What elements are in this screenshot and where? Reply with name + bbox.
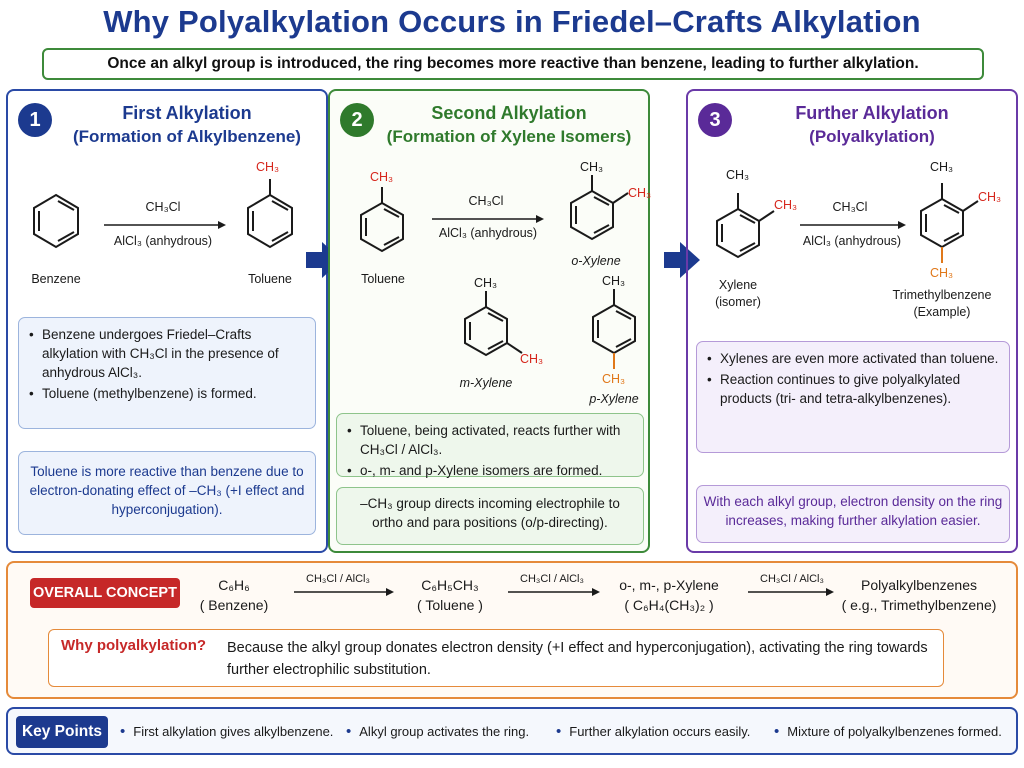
reagent-label: CH₃Cl (468, 194, 504, 208)
overall-concept-badge: OVERALL CONCEPT (30, 578, 180, 608)
toluene-ring (247, 179, 293, 249)
methyl-group-label: CH₃ (628, 186, 652, 200)
panel-title: Further Alkylation (Polyalkylation) (728, 101, 1016, 149)
methyl-group-label: CH₃ (370, 170, 394, 184)
bullet-list: Toluene, being activated, reacts further… (336, 413, 644, 480)
panel-further-alkylation: 3 Further Alkylation (Polyalkylation) CH… (686, 89, 1018, 553)
p-xylene-ring (592, 289, 636, 355)
panel-subheading: (Polyalkylation) (809, 127, 935, 146)
why-explanation: Because the alkyl group donates electron… (227, 640, 928, 678)
bullet-item: Xylenes are even more activated than tol… (707, 349, 1001, 368)
concept-step: Polyalkylbenzenes ( e.g., Trimethylbenze… (834, 575, 1004, 615)
catalyst-label: AlCl₃ (anhydrous) (113, 234, 213, 248)
concept-formula: C₆H₅CH₃ (421, 577, 479, 593)
methyl-group-label: CH₃ (930, 266, 954, 280)
bullet-list: Benzene undergoes Friedel–Crafts alkylat… (18, 317, 316, 429)
methyl-group-label: CH₃ (602, 274, 626, 288)
methyl-group-label: CH₃ (580, 160, 604, 174)
toluene-ring (360, 187, 404, 253)
methyl-group-label: CH₃ (930, 160, 954, 174)
product-label: Toluene (248, 272, 292, 286)
panel-title: Second Alkylation (Formation of Xylene I… (370, 101, 648, 149)
panel-heading: First Alkylation (122, 103, 252, 123)
key-points-bar: Key Points First alkylation gives alkylb… (6, 707, 1018, 755)
reaction-scheme-1 (33, 179, 293, 249)
panel-heading: Further Alkylation (795, 103, 949, 123)
bullet-item: Benzene undergoes Friedel–Crafts alkylat… (29, 325, 307, 382)
reactant-label: Benzene (31, 272, 81, 286)
concept-formula: C₆H₆ (218, 577, 250, 593)
concept-name: ( Benzene) (199, 597, 269, 613)
methyl-group-label: CH₃ (474, 276, 498, 290)
xylene-ring (716, 193, 775, 259)
m-xylene-ring (464, 291, 523, 357)
step-number-badge: 3 (698, 103, 732, 137)
overall-concept-box: OVERALL CONCEPT C₆H₆ ( Benzene) C₆H₅CH₃ … (6, 561, 1018, 699)
concept-arrows (294, 588, 834, 596)
concept-step: o-, m-, p-Xylene ( C₆H₄(CH₃)₂ ) (594, 575, 744, 615)
reactant-label: Toluene (361, 272, 405, 286)
concept-name: ( Toluene ) (417, 597, 483, 613)
panel-heading: Second Alkylation (431, 103, 587, 123)
why-label: Why polyalkylation? (61, 637, 207, 654)
step-number-badge: 1 (18, 103, 52, 137)
concept-formula: o-, m-, p-Xylene (619, 577, 719, 593)
panel-title: First Alkylation (Formation of Alkylbenz… (48, 101, 326, 149)
reactivity-note: Toluene is more reactive than benzene du… (18, 451, 316, 535)
product-label: Trimethylbenzene (Example) (892, 288, 992, 319)
panel-subheading: (Formation of Xylene Isomers) (386, 127, 632, 146)
concept-step: C₆H₅CH₃ ( Toluene ) (398, 575, 502, 615)
concept-name: ( C₆H₄(CH₃)₂ ) (624, 597, 714, 613)
key-point-item: First alkylation gives alkylbenzene. (120, 723, 333, 740)
product-label-para: p-Xylene (589, 392, 639, 406)
page-subtitle: Once an alkyl group is introduced, the r… (42, 48, 984, 80)
catalyst-label: AlCl₃ (anhydrous) (438, 226, 538, 240)
methyl-group-label: CH₃ (726, 168, 750, 182)
bullet-item: Toluene (methylbenzene) is formed. (29, 384, 307, 403)
bullet-item: Toluene, being activated, reacts further… (347, 421, 635, 459)
panel-first-alkylation: 1 First Alkylation (Formation of Alkylbe… (6, 89, 328, 553)
methyl-group-label: CH₃ (256, 160, 280, 174)
methyl-group-label: CH₃ (978, 190, 1002, 204)
reaction-scheme-2 (360, 175, 636, 369)
trimethylbenzene-ring (920, 183, 979, 249)
methyl-group-label: CH₃ (520, 352, 544, 366)
o-xylene-ring (570, 175, 629, 241)
catalyst-label: AlCl₃ (anhydrous) (802, 234, 902, 248)
reaction-scheme-3 (716, 183, 979, 263)
arrow-condition-label: CH₃Cl / AlCl₃ (520, 573, 584, 585)
benzene-ring (33, 193, 79, 249)
concept-step: C₆H₆ ( Benzene) (194, 575, 274, 615)
why-polyalkylation-box: Why polyalkylation? Because the alkyl gr… (48, 629, 944, 687)
key-point-item: Mixture of polyalkylbenzenes formed. (774, 723, 1002, 740)
methyl-group-label: CH₃ (774, 198, 798, 212)
reactant-label: Xylene (isomer) (715, 278, 761, 309)
concept-formula: Polyalkylbenzenes (861, 577, 977, 593)
directing-note: –CH₃ group directs incoming electrophile… (336, 487, 644, 545)
arrow-condition-label: CH₃Cl / AlCl₃ (760, 573, 824, 585)
key-points-label: Key Points (16, 716, 108, 748)
product-label-meta: m-Xylene (459, 376, 513, 390)
page-title: Why Polyalkylation Occurs in Friedel–Cra… (103, 4, 921, 39)
bullet-item: Reaction continues to give polyalkylated… (707, 370, 1001, 408)
arrow-condition-label: CH₃Cl / AlCl₃ (306, 573, 370, 585)
key-point-item: Alkyl group activates the ring. (346, 723, 529, 740)
electron-density-note: With each alkyl group, electron density … (696, 485, 1010, 543)
panel-second-alkylation: 2 Second Alkylation (Formation of Xylene… (328, 89, 652, 553)
panel-subheading: (Formation of Alkylbenzene) (73, 127, 301, 146)
product-label-ortho: o-Xylene (571, 254, 621, 268)
bullet-item: o-, m- and p-Xylene isomers are formed. (347, 461, 635, 480)
key-point-item: Further alkylation occurs easily. (556, 723, 750, 740)
concept-name: ( e.g., Trimethylbenzene) (841, 597, 997, 613)
step-number-badge: 2 (340, 103, 374, 137)
bullet-list: Xylenes are even more activated than tol… (696, 341, 1010, 453)
reagent-label: CH₃Cl (145, 200, 181, 214)
reagent-label: CH₃Cl (832, 200, 868, 214)
methyl-group-label: CH₃ (602, 372, 626, 386)
